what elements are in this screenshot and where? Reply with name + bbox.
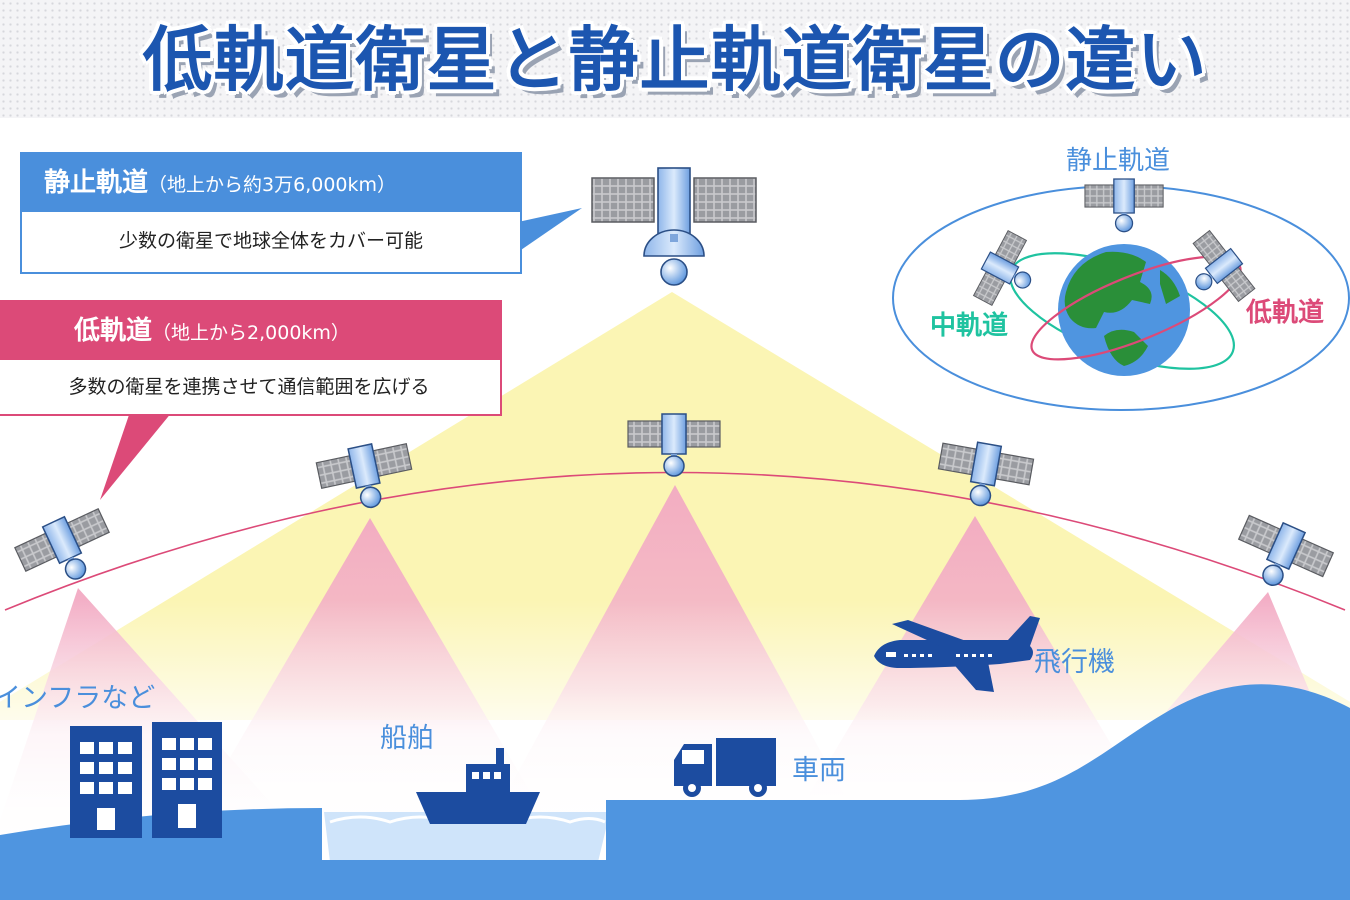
geo-orbit-name: 静止軌道 — [44, 168, 149, 198]
truck-icon — [674, 738, 776, 797]
vehicle-label: 車両 — [792, 755, 846, 786]
airplane-icon — [874, 616, 1040, 692]
geo-callout-tail — [518, 208, 582, 252]
leo-satellite-icon — [1226, 508, 1337, 604]
leo-orbit-description: 多数の衛星を連携させて通信範囲を広げる — [68, 376, 430, 398]
geo-orbit-description: 少数の衛星で地球全体をカバー可能 — [118, 230, 423, 252]
leo-callout-tail — [100, 412, 172, 500]
buildings-icon — [70, 722, 222, 838]
leo-orbit-name: 低軌道 — [74, 316, 153, 346]
orbit-inset-diagram — [892, 178, 1350, 411]
inset-leo-label: 低軌道 — [1246, 298, 1325, 328]
aircraft-label: 飛行機 — [1034, 647, 1115, 678]
infra-label: インフラなど — [0, 683, 156, 714]
leo-orbit-altitude: （地上から2,000km） — [152, 322, 350, 344]
earth-icon — [1058, 244, 1190, 376]
title-band — [0, 0, 1350, 118]
inset-geo-label: 静止軌道 — [1066, 146, 1171, 176]
leo-orbit-callout-heading: 低軌道（地上から2,000km） — [0, 302, 500, 360]
geostationary-satellite-icon — [591, 167, 757, 286]
leo-orbit-callout: 低軌道（地上から2,000km） 多数の衛星を連携させて通信範囲を広げる — [0, 300, 502, 416]
geo-orbit-callout: 静止軌道（地上から約3万6,000km） 少数の衛星で地球全体をカバー可能 — [20, 152, 522, 274]
ship-label: 船舶 — [380, 723, 434, 754]
inset-meo-label: 中軌道 — [930, 311, 1009, 341]
ship-icon — [416, 748, 540, 824]
leo-satellite-icon — [11, 501, 123, 599]
geo-orbit-altitude: （地上から約3万6,000km） — [148, 174, 397, 196]
page-title: 低軌道衛星と静止軌道衛星の違い — [142, 19, 1208, 101]
geo-orbit-callout-heading: 静止軌道（地上から約3万6,000km） — [22, 154, 520, 212]
